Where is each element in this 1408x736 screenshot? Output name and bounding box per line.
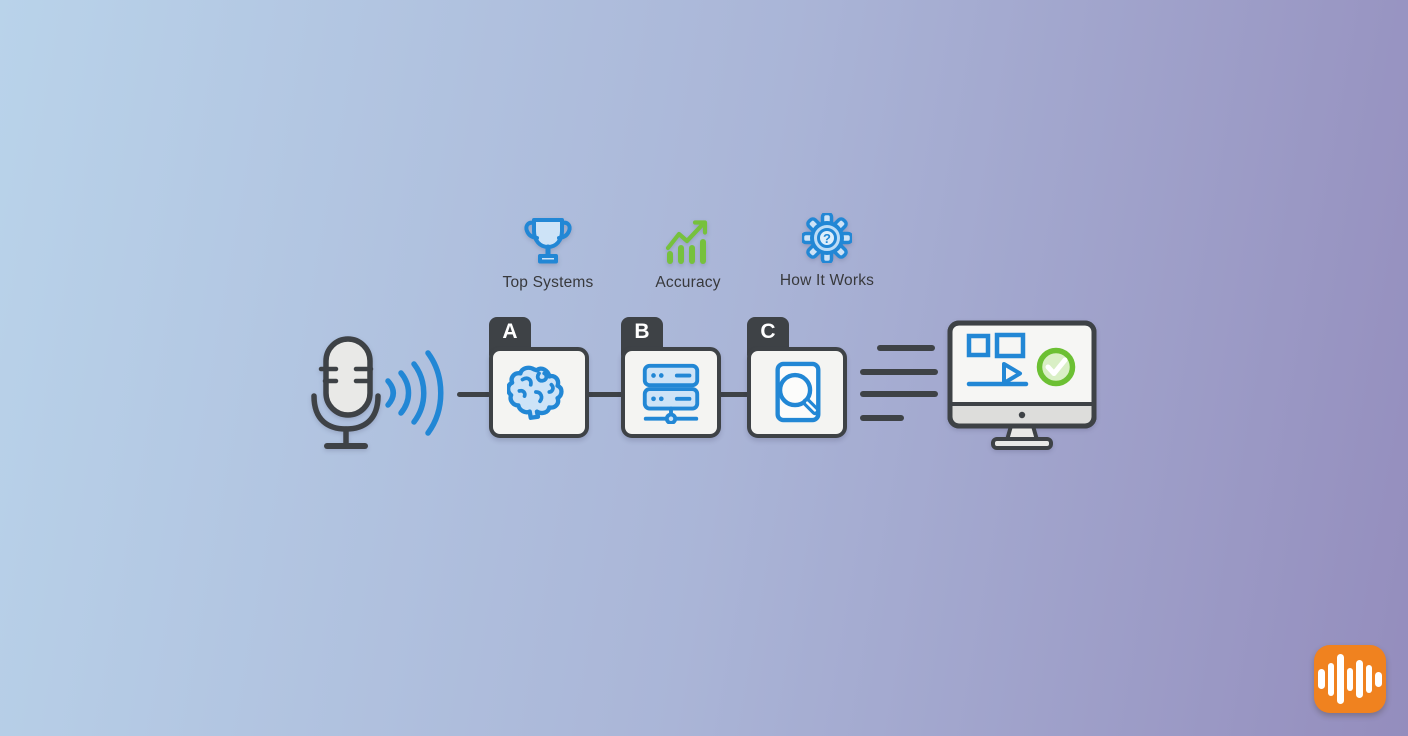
sound-waves-icon	[385, 350, 444, 436]
brain-icon	[507, 365, 564, 420]
monitor-icon	[947, 320, 1097, 450]
speed-line	[877, 345, 935, 351]
speed-line	[860, 391, 938, 397]
ui-squares-icon	[966, 332, 1026, 359]
stage-box-a	[489, 347, 589, 438]
connector-line	[716, 392, 750, 397]
waveform-bar	[1346, 667, 1354, 691]
stage-tag-label: C	[760, 320, 776, 343]
stage-box-c	[747, 347, 847, 438]
stage-tag-label: B	[634, 320, 650, 343]
waveform-bar	[1337, 654, 1344, 704]
nav-item-accuracy[interactable]: Accuracy	[608, 217, 768, 292]
server-icon	[642, 363, 700, 424]
trophy-icon	[524, 218, 572, 264]
waveform-bar	[1318, 669, 1325, 689]
gear-question-icon: ?	[802, 213, 852, 263]
connector-line	[586, 392, 624, 397]
waveform-bar	[1356, 660, 1363, 698]
play-icon	[966, 362, 1029, 387]
speed-line	[860, 369, 938, 375]
nav-label-top-systems: Top Systems	[502, 274, 594, 291]
check-circle-icon	[1036, 347, 1076, 387]
nav-label-how-it-works: How It Works	[779, 272, 875, 289]
stage-tag-label: A	[502, 320, 518, 343]
nav-item-top-systems[interactable]: Top Systems	[468, 215, 628, 292]
waveform-bar	[1375, 671, 1382, 687]
question-mark-glyph: ?	[823, 231, 831, 246]
connector-line	[457, 392, 491, 397]
audio-waveform-logo	[1314, 645, 1386, 713]
document-search-icon	[775, 361, 821, 422]
stage-box-b	[621, 347, 721, 438]
waveform-bar	[1327, 662, 1335, 696]
nav-label-accuracy: Accuracy	[655, 274, 721, 291]
microphone-icon	[311, 336, 381, 449]
waveform-bar	[1365, 665, 1373, 693]
nav-item-how-it-works[interactable]: ? How It Works	[747, 213, 907, 290]
bar-chart-growth-icon	[665, 220, 708, 264]
speed-line	[860, 415, 904, 421]
monitor-power-dot	[1018, 411, 1026, 419]
